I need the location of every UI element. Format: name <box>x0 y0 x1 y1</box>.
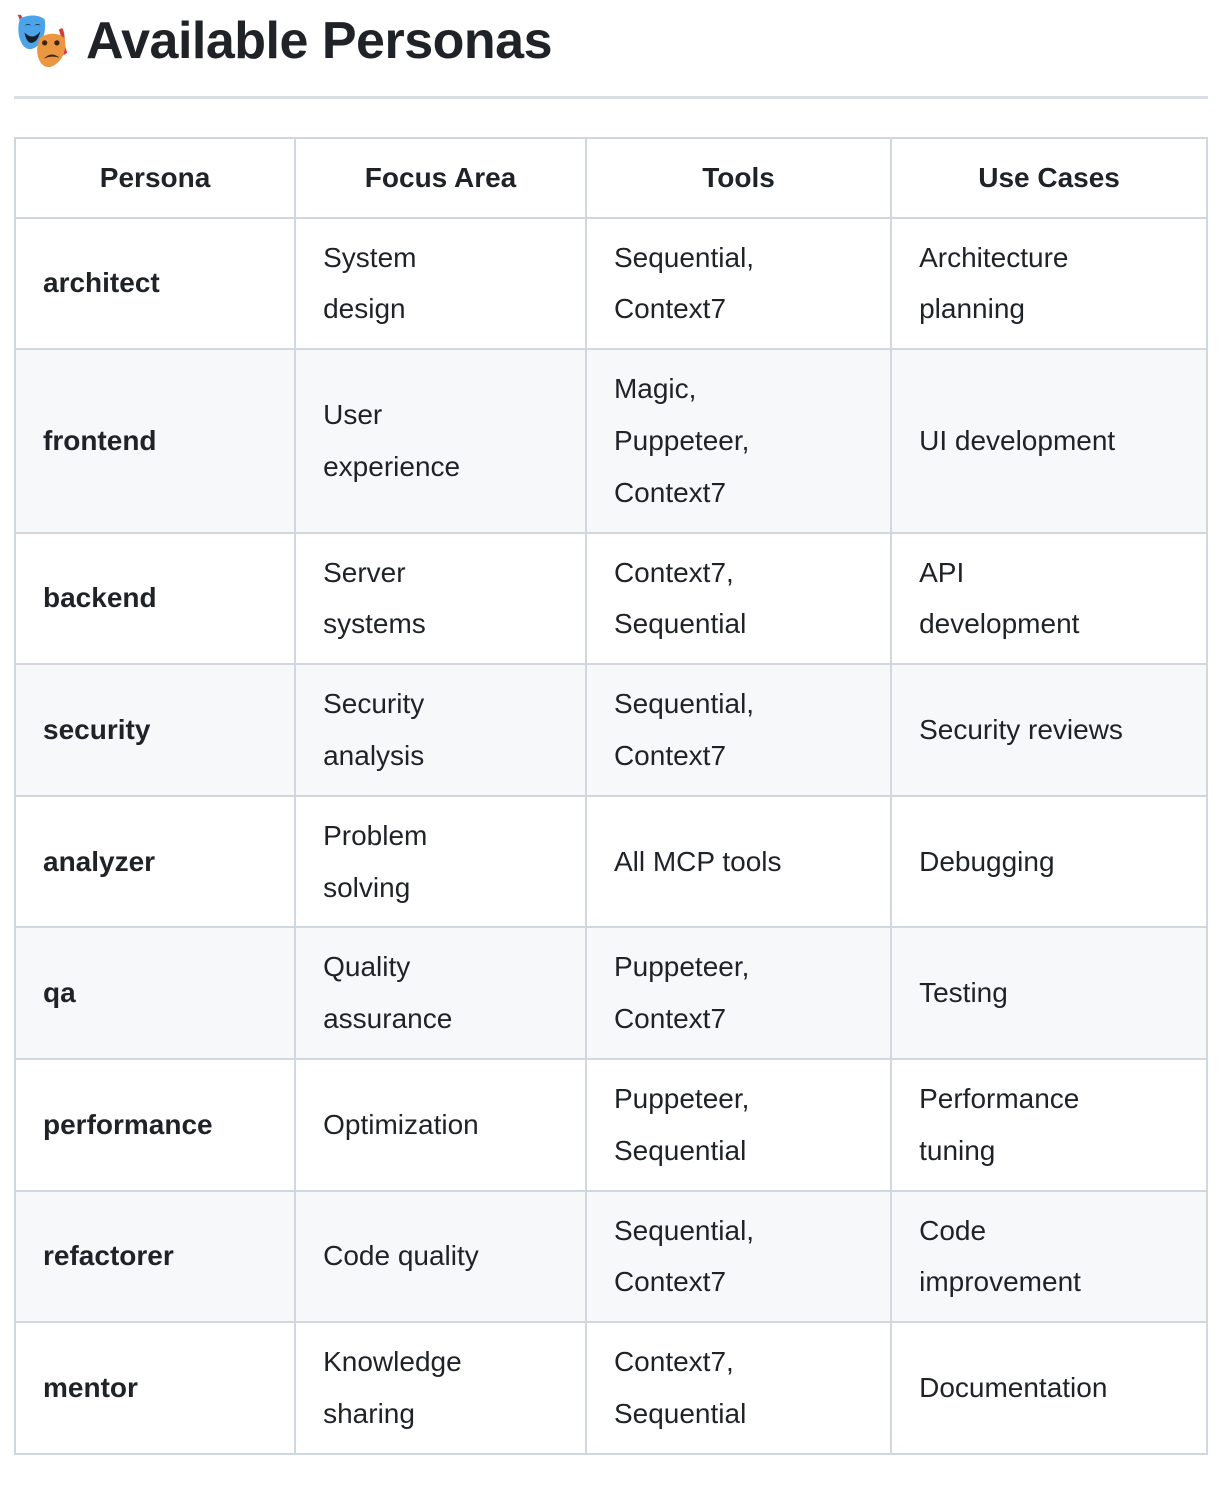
tools-cell: All MCP tools <box>584 794 893 929</box>
table-row-qa: qa Quality assurance Puppeteer, Context7… <box>13 926 1208 1060</box>
use-cases-cell: Architecture planning <box>890 216 1208 351</box>
focus-area-cell: Quality assurance <box>294 926 587 1060</box>
theater-masks-emoji <box>17 14 68 68</box>
use-cases-cell: Performance tuning <box>890 1057 1208 1192</box>
page-title-text: Available Personas <box>86 12 552 70</box>
tools-cell: Sequential, Context7 <box>584 1189 893 1324</box>
table-row-architect: architect System design Sequential, Cont… <box>13 216 1208 351</box>
column-header-focus-area: Focus Area <box>294 136 587 219</box>
table-row-backend: backend Server systems Context7, Sequent… <box>13 531 1208 666</box>
focus-area-cell: Security analysis <box>294 663 587 797</box>
focus-area-cell: User experience <box>294 348 587 534</box>
persona-name: performance <box>13 1057 297 1192</box>
persona-name: architect <box>13 216 297 351</box>
use-cases-cell: UI development <box>890 348 1208 534</box>
table-row-security: security Security analysis Sequential, C… <box>13 663 1208 797</box>
persona-name: mentor <box>13 1321 297 1455</box>
table-row-frontend: frontend User experience Magic, Puppetee… <box>13 348 1208 534</box>
focus-area-cell: Problem solving <box>294 794 587 929</box>
tools-cell: Context7, Sequential <box>584 531 893 666</box>
use-cases-cell: Debugging <box>890 794 1208 929</box>
persona-name: security <box>13 663 297 797</box>
heading-divider <box>14 95 1208 99</box>
focus-area-cell: Server systems <box>294 531 587 666</box>
persona-name: backend <box>13 531 297 666</box>
personas-table: Persona Focus Area Tools Use Cases archi… <box>13 136 1208 1455</box>
persona-name: frontend <box>13 348 297 534</box>
table-row-performance: performance Optimization Puppeteer, Sequ… <box>13 1057 1208 1192</box>
table-header-row: Persona Focus Area Tools Use Cases <box>13 136 1208 219</box>
tools-cell: Puppeteer, Context7 <box>584 926 893 1060</box>
tools-cell: Puppeteer, Sequential <box>584 1057 893 1192</box>
column-header-persona: Persona <box>13 136 297 219</box>
use-cases-cell: Security reviews <box>890 663 1208 797</box>
tools-cell: Magic, Puppeteer, Context7 <box>584 348 893 534</box>
tools-cell: Sequential, Context7 <box>584 216 893 351</box>
persona-name: qa <box>13 926 297 1060</box>
use-cases-cell: Code improvement <box>890 1189 1208 1324</box>
use-cases-cell: Documentation <box>890 1321 1208 1455</box>
persona-name: analyzer <box>13 794 297 929</box>
use-cases-cell: Testing <box>890 926 1208 1060</box>
table-row-mentor: mentor Knowledge sharing Context7, Seque… <box>13 1321 1208 1455</box>
column-header-tools: Tools <box>584 136 893 219</box>
tools-cell: Sequential, Context7 <box>584 663 893 797</box>
page-title: Available Personas <box>14 12 1208 72</box>
focus-area-cell: Optimization <box>294 1057 587 1192</box>
persona-name: refactorer <box>13 1189 297 1324</box>
use-cases-cell: API development <box>890 531 1208 666</box>
focus-area-cell: Knowledge sharing <box>294 1321 587 1455</box>
focus-area-cell: System design <box>294 216 587 351</box>
table-row-refactorer: refactorer Code quality Sequential, Cont… <box>13 1189 1208 1324</box>
tools-cell: Context7, Sequential <box>584 1321 893 1455</box>
column-header-use-cases: Use Cases <box>890 136 1208 219</box>
focus-area-cell: Code quality <box>294 1189 587 1324</box>
table-row-analyzer: analyzer Problem solving All MCP tools D… <box>13 794 1208 929</box>
